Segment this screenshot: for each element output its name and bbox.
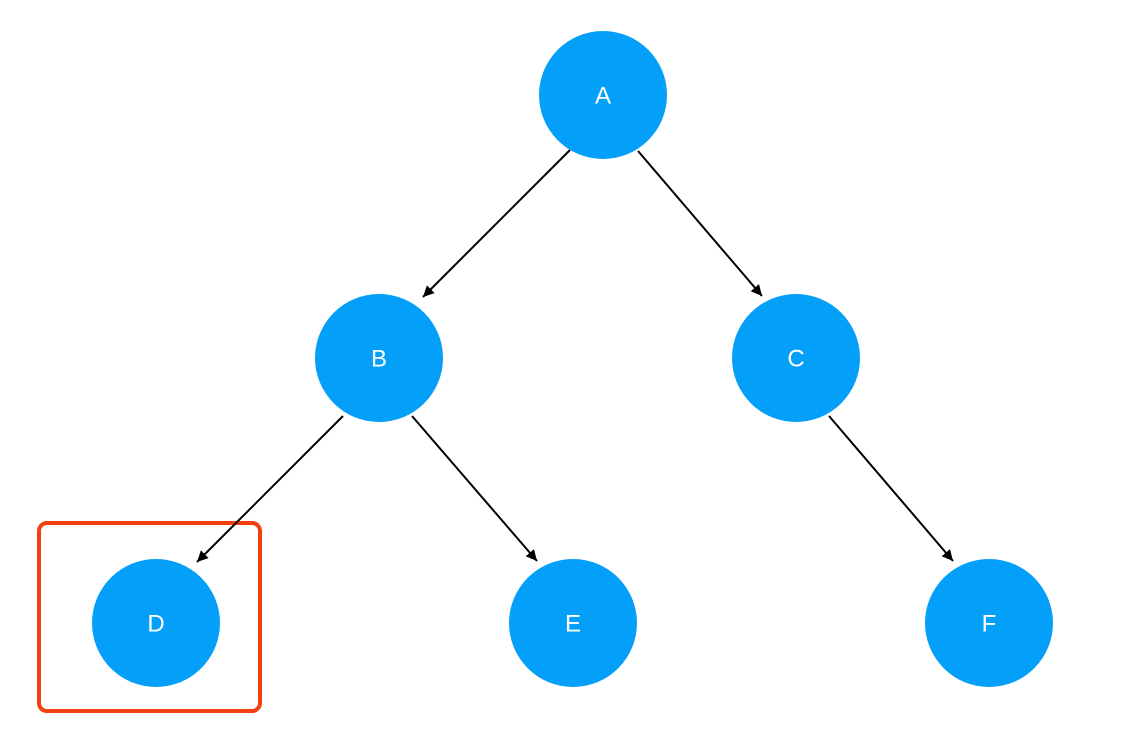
edge-c-f <box>828 415 954 562</box>
node-f-label: F <box>982 610 997 637</box>
edge-a-b <box>422 149 571 298</box>
node-a-circle <box>539 31 667 159</box>
node-c-label: C <box>787 345 804 372</box>
node-c: C <box>732 294 860 422</box>
node-b-label: B <box>371 345 387 372</box>
node-b: B <box>315 294 443 422</box>
node-e-circle <box>509 559 637 687</box>
node-e-label: E <box>565 610 581 637</box>
node-d: D <box>92 559 220 687</box>
node-f-circle <box>925 559 1053 687</box>
highlight-box-node-d <box>37 521 262 713</box>
node-a-label: A <box>595 82 611 109</box>
node-b-circle <box>315 294 443 422</box>
node-d-label: D <box>147 610 164 637</box>
edge-b-e <box>411 415 538 562</box>
edge-a-c <box>637 150 763 297</box>
node-e: E <box>509 559 637 687</box>
node-a: A <box>539 31 667 159</box>
node-c-circle <box>732 294 860 422</box>
node-d-circle <box>92 559 220 687</box>
node-f: F <box>925 559 1053 687</box>
edge-b-d <box>196 415 344 563</box>
